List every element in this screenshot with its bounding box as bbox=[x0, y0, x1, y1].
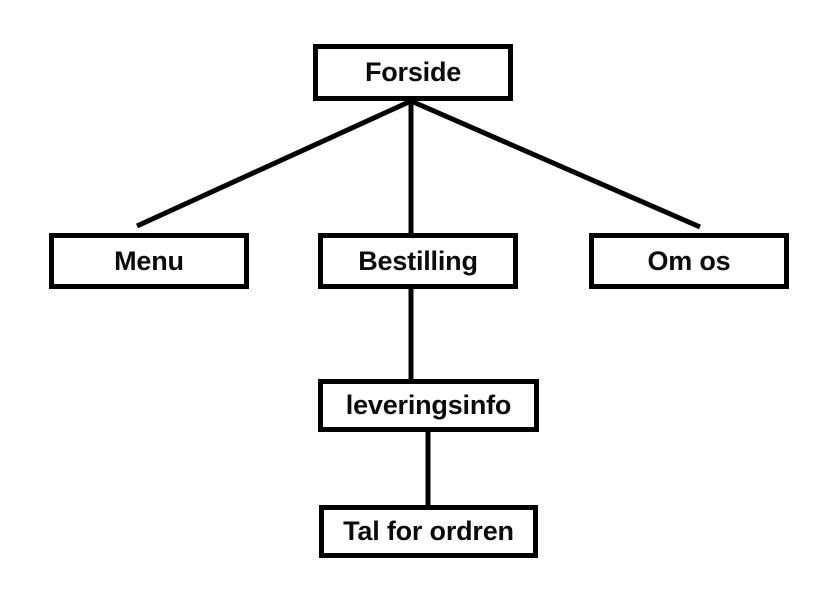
node-label-leveringsinfo: leveringsinfo bbox=[345, 390, 512, 420]
node-label-om-os: Om os bbox=[647, 245, 731, 276]
node-om-os[interactable]: Om os bbox=[589, 233, 789, 289]
node-label-bestilling: Bestilling bbox=[358, 245, 478, 276]
node-forside[interactable]: Forside bbox=[313, 44, 513, 101]
node-leveringsinfo[interactable]: leveringsinfo bbox=[318, 379, 539, 432]
edge-forside-menu bbox=[135, 98, 413, 229]
node-bestilling[interactable]: Bestilling bbox=[318, 233, 518, 289]
node-label-forside: Forside bbox=[364, 57, 462, 87]
node-tal-for-ordren[interactable]: Tal for ordren bbox=[319, 505, 538, 558]
node-menu[interactable]: Menu bbox=[49, 233, 249, 289]
edge-forside-om-os bbox=[410, 98, 701, 230]
node-label-menu: Menu bbox=[114, 245, 184, 276]
node-label-tal-for-ordren: Tal for ordren bbox=[343, 516, 514, 546]
